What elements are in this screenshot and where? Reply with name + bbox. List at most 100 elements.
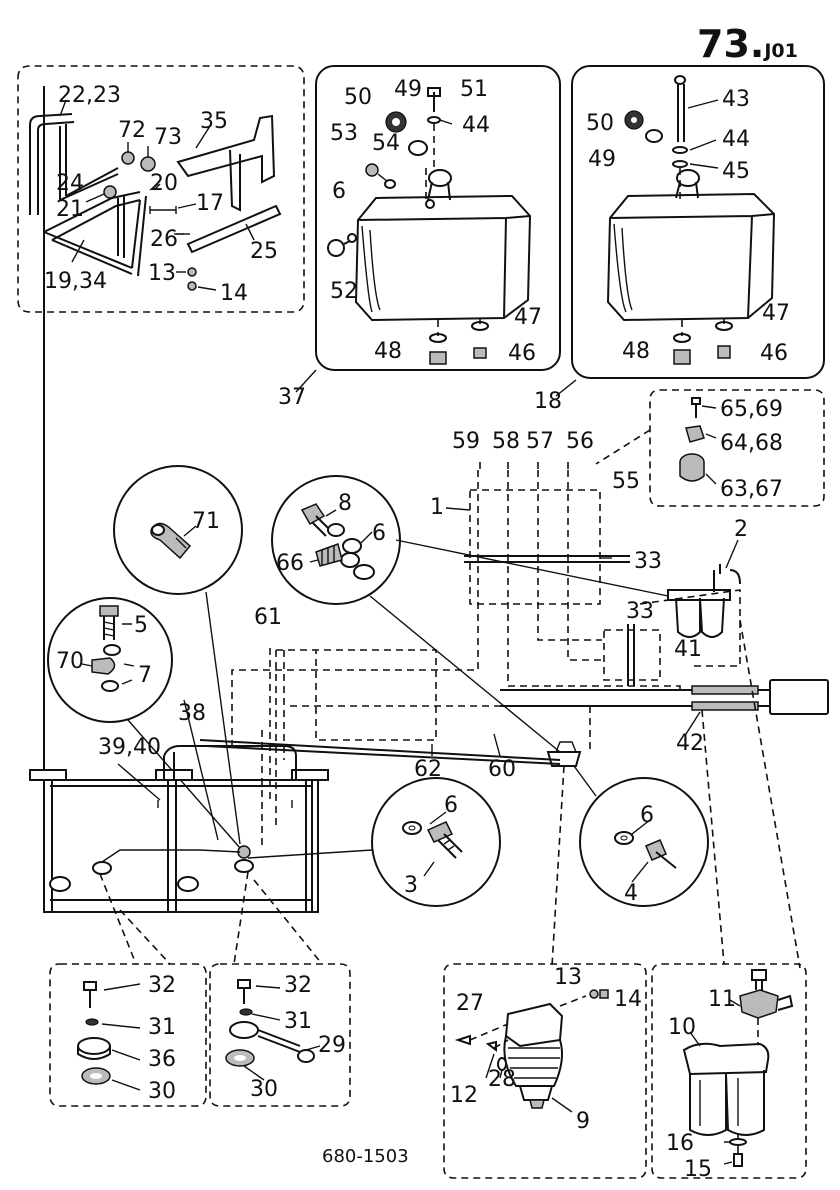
label-73: 73 <box>154 125 182 150</box>
detail-circle-3-6: 6 3 <box>247 777 501 907</box>
label-21: 21 <box>56 197 84 222</box>
label-72: 72 <box>118 118 146 143</box>
label-63-67: 63,67 <box>720 477 783 502</box>
label-46-tank18: 46 <box>760 341 788 366</box>
label-49-tank18: 49 <box>588 147 616 172</box>
label-3: 3 <box>404 873 418 898</box>
label-24: 24 <box>56 171 84 196</box>
label-13-top: 13 <box>148 261 176 286</box>
label-29: 29 <box>318 1033 346 1058</box>
label-37: 37 <box>278 385 306 410</box>
detail-circle-71: 71 <box>113 465 243 845</box>
label-26: 26 <box>150 227 178 252</box>
page-number-suffix: J01 <box>764 40 798 62</box>
label-44-tank18: 44 <box>722 127 750 152</box>
label-12: 12 <box>450 1083 478 1108</box>
bracket-panel: 22,23 72 73 35 24 20 21 17 26 25 19,34 1… <box>17 65 305 313</box>
label-30-mid: 30 <box>250 1077 278 1102</box>
label-56: 56 <box>566 429 594 454</box>
label-7: 7 <box>138 663 152 688</box>
label-64-68: 64,68 <box>720 431 783 456</box>
label-14-pump: 14 <box>614 987 642 1012</box>
label-35: 35 <box>200 109 228 134</box>
label-33-lower: 33 <box>626 599 654 624</box>
sender-unit-panel: 32 31 29 30 <box>209 963 351 1107</box>
label-54: 54 <box>372 131 400 156</box>
tank-18-panel: 43 50 44 49 45 47 48 46 18 <box>534 65 825 414</box>
label-38: 38 <box>178 701 206 726</box>
tank-37-panel: 50 49 51 53 54 44 6 52 47 48 46 37 <box>278 65 561 410</box>
label-50-tank18: 50 <box>586 111 614 136</box>
label-6-circle-4: 6 <box>640 803 654 828</box>
label-65-69: 65,69 <box>720 397 783 422</box>
label-66: 66 <box>276 551 304 576</box>
label-36: 36 <box>148 1047 176 1072</box>
label-22-23: 22,23 <box>58 83 121 108</box>
page-number: 73.J01 <box>697 22 798 66</box>
label-32-left: 32 <box>148 973 176 998</box>
label-61: 61 <box>254 605 282 630</box>
label-39-40: 39,40 <box>98 735 161 760</box>
label-43: 43 <box>722 87 750 112</box>
label-25: 25 <box>250 239 278 264</box>
label-50-tank37: 50 <box>344 85 372 110</box>
label-27: 27 <box>456 991 484 1016</box>
label-6-circle-top: 6 <box>372 521 386 546</box>
label-18: 18 <box>534 389 562 414</box>
label-30-left: 30 <box>148 1079 176 1104</box>
page-number-main: 73. <box>697 22 765 66</box>
label-14-top: 14 <box>220 281 248 306</box>
label-28: 28 <box>488 1067 516 1092</box>
fuel-lines: 33 33 2 41 42 59 58 57 56 55 1 61 62 60 <box>199 429 829 969</box>
label-32-mid: 32 <box>284 973 312 998</box>
label-52: 52 <box>330 279 358 304</box>
label-47-tank37: 47 <box>514 305 542 330</box>
label-48-tank37: 48 <box>374 339 402 364</box>
detail-circle-8-66-6: 8 66 6 <box>271 475 669 753</box>
fuel-filter-panel: 11 10 16 15 <box>651 963 807 1182</box>
label-6-tank37: 6 <box>332 179 346 204</box>
label-19-34: 19,34 <box>44 269 107 294</box>
label-42: 42 <box>676 731 704 756</box>
label-31-mid: 31 <box>284 1009 312 1034</box>
label-70: 70 <box>56 649 84 674</box>
detail-circle-5-70-7: 5 70 7 <box>47 597 241 849</box>
label-60: 60 <box>488 757 516 782</box>
label-59: 59 <box>452 429 480 454</box>
figure-code: 680-1503 <box>322 1146 409 1167</box>
label-44-tank37: 44 <box>462 113 490 138</box>
label-2: 2 <box>734 517 748 542</box>
label-55: 55 <box>612 469 640 494</box>
label-20: 20 <box>150 171 178 196</box>
label-45: 45 <box>722 159 750 184</box>
label-16: 16 <box>666 1131 694 1156</box>
label-48-tank18: 48 <box>622 339 650 364</box>
label-41: 41 <box>674 637 702 662</box>
label-8: 8 <box>338 491 352 516</box>
label-46-tank37: 46 <box>508 341 536 366</box>
label-53: 53 <box>330 121 358 146</box>
drain-plug-panel: 32 31 36 30 <box>49 963 207 1107</box>
label-11: 11 <box>708 987 736 1012</box>
label-5: 5 <box>134 613 148 638</box>
label-47-tank18: 47 <box>762 301 790 326</box>
fittings-panel: 65,69 64,68 63,67 <box>595 389 825 507</box>
label-1: 1 <box>430 495 444 520</box>
tank-side-view: 38 39,40 <box>29 86 329 965</box>
label-58: 58 <box>492 429 520 454</box>
label-9: 9 <box>576 1109 590 1134</box>
label-17: 17 <box>196 191 224 216</box>
detail-circle-4-6: 6 4 <box>573 765 709 907</box>
label-10: 10 <box>668 1015 696 1040</box>
label-15: 15 <box>684 1157 712 1182</box>
label-33-top: 33 <box>634 549 662 574</box>
feed-pump-panel: 13 14 27 12 28 9 <box>443 963 647 1179</box>
label-6-circle-3: 6 <box>444 793 458 818</box>
label-51: 51 <box>460 77 488 102</box>
label-71: 71 <box>192 509 220 534</box>
label-4: 4 <box>624 881 638 906</box>
label-13-pump: 13 <box>554 965 582 990</box>
label-49-tank37: 49 <box>394 77 422 102</box>
label-57: 57 <box>526 429 554 454</box>
